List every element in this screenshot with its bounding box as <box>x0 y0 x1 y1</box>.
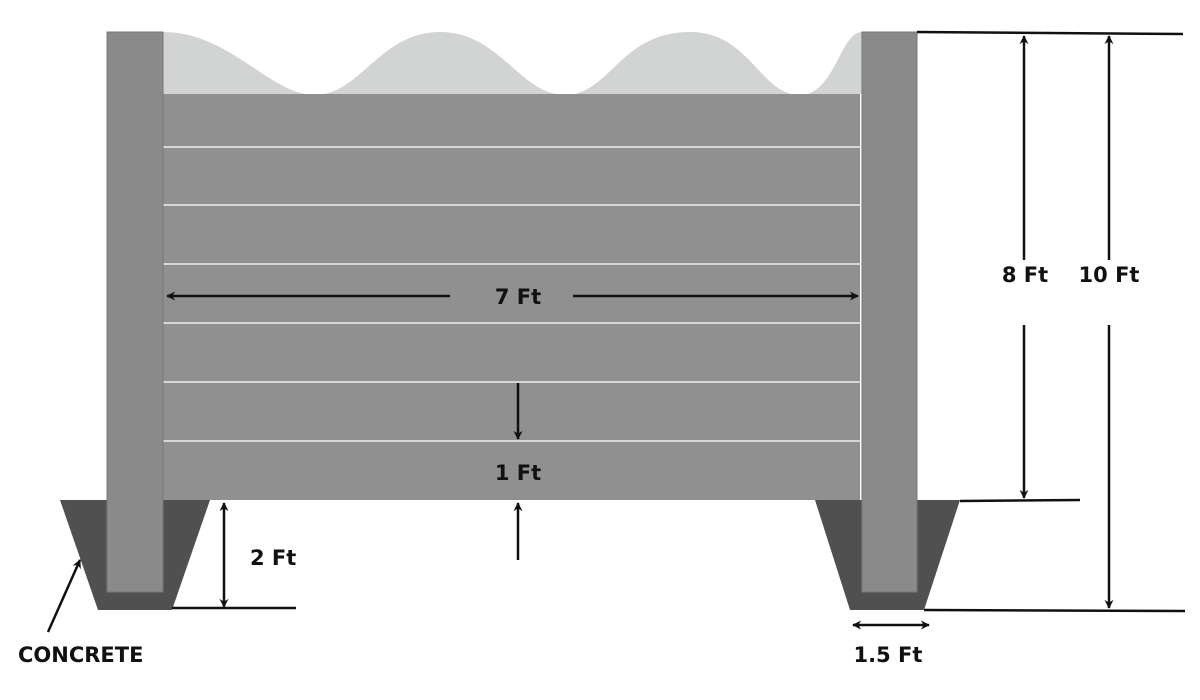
depth-label: 2 Ft <box>250 546 296 570</box>
ground-reference-line <box>959 498 1081 503</box>
dimension-lines <box>46 30 1186 633</box>
concrete-pointer <box>46 559 82 633</box>
bottom-reference-line <box>923 608 1186 613</box>
board-height-label: 1 Ft <box>495 461 541 485</box>
total-post-label: 10 Ft <box>1079 263 1140 287</box>
fence-board <box>163 148 860 204</box>
fence-board <box>163 94 860 146</box>
fence-top-wave <box>163 32 862 95</box>
left-post <box>106 31 164 593</box>
fence-board <box>163 442 860 500</box>
footing-width-label: 1.5 Ft <box>854 643 923 667</box>
fence-board <box>163 383 860 440</box>
width-label: 7 Ft <box>495 285 541 309</box>
fence-board <box>163 265 860 322</box>
concrete-label: CONCRETE <box>18 643 143 667</box>
right-post <box>861 31 918 593</box>
fence-board <box>163 324 860 381</box>
above-ground-label: 8 Ft <box>1002 263 1048 287</box>
top-reference-line <box>916 30 1184 36</box>
fence-boards <box>163 94 860 500</box>
fence-board <box>163 206 860 263</box>
board-seams <box>163 146 860 442</box>
